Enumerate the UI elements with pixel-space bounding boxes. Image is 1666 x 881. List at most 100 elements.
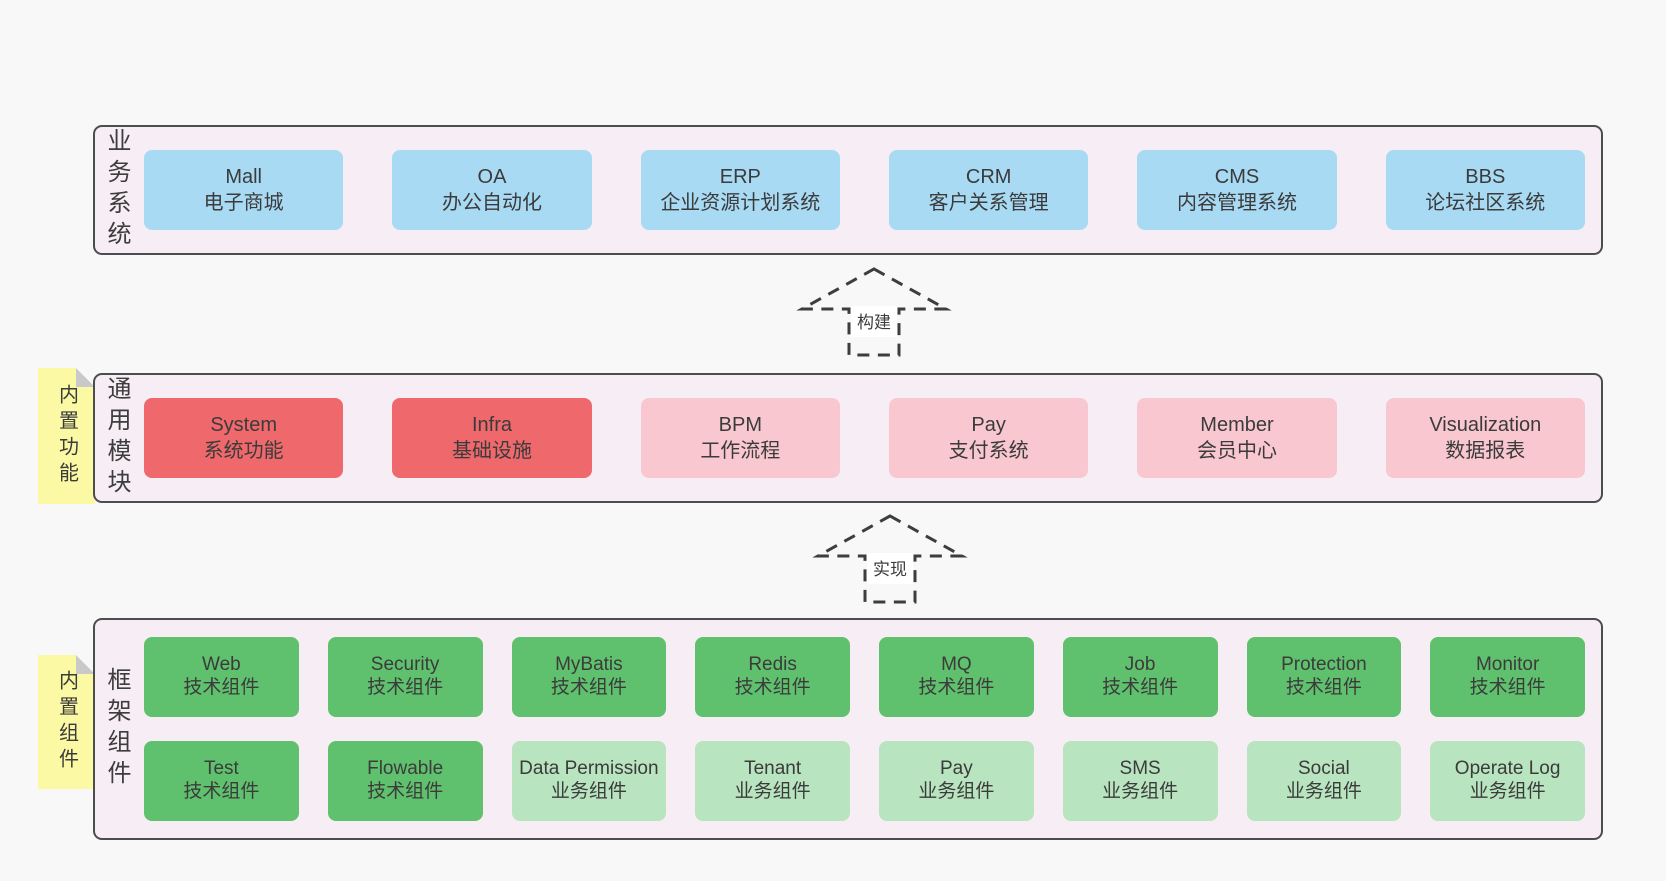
box-subtitle: 业务组件: [550, 781, 627, 802]
box-subtitle: 业务组件: [918, 781, 995, 802]
box-subtitle: 技术组件: [550, 677, 627, 698]
box-title: BPM: [718, 413, 762, 436]
box-subtitle: 技术组件: [1102, 677, 1179, 698]
component-box-crm: CRM 客户关系管理: [888, 150, 1089, 230]
box-title: Mall: [225, 165, 262, 188]
box-row: Mall 电子商城 OA 办公自动化 ERP 企业资源计划系统 CRM 客户关系管理 CMS 内容…: [144, 150, 1585, 230]
section-label-wrap: 通用模块: [95, 375, 130, 501]
box-subtitle: 办公自动化: [441, 192, 542, 214]
section-label-wrap: 业务系统: [95, 127, 130, 253]
build-arrow: 构建: [794, 266, 954, 358]
implement-arrow: 实现: [810, 513, 970, 605]
box-title: MQ: [941, 654, 972, 676]
box-subtitle: 业务组件: [1469, 781, 1546, 802]
component-box-cms: CMS 内容管理系统: [1137, 150, 1337, 230]
box-subtitle: 技术组件: [183, 781, 260, 802]
component-box-oa: OA 办公自动化: [392, 150, 592, 230]
box-title: MyBatis: [555, 654, 623, 676]
box-title: CMS: [1214, 165, 1260, 188]
box-subtitle: 技术组件: [367, 677, 444, 698]
box-subtitle: 内容管理系统: [1176, 192, 1297, 214]
section-label: 通用模块: [103, 376, 130, 500]
box-title: Pay: [940, 758, 973, 780]
sticky-note-builtin-components: 内置组件: [38, 655, 95, 789]
box-title: Member: [1200, 413, 1274, 436]
box-subtitle: 基础设施: [451, 440, 532, 462]
box-subtitle: 企业资源计划系统: [660, 192, 821, 214]
box-subtitle: 业务组件: [734, 781, 811, 802]
box-title: Protection: [1281, 654, 1367, 676]
box-subtitle: 技术组件: [367, 781, 444, 802]
box-title: Job: [1124, 654, 1156, 676]
component-box-mall: Mall 电子商城: [144, 150, 344, 230]
box-subtitle: 会员中心: [1196, 440, 1277, 462]
box-subtitle: 工作流程: [700, 440, 781, 462]
box-title: Test: [203, 758, 239, 780]
box-subtitle: 技术组件: [918, 677, 995, 698]
sticky-note-builtin-features: 内置功能: [38, 368, 95, 504]
component-box-bpm: BPM 工作流程: [640, 398, 840, 478]
box-subtitle: 业务组件: [1285, 781, 1362, 802]
box-subtitle: 技术组件: [1285, 677, 1362, 698]
box-subtitle: 电子商城: [203, 192, 284, 214]
section-label-wrap: 框架组件: [95, 620, 130, 838]
box-subtitle: 技术组件: [1469, 677, 1546, 698]
box-subtitle: 技术组件: [183, 677, 260, 698]
box-title: Operate Log: [1454, 758, 1561, 780]
box-title: Security: [370, 654, 440, 676]
box-subtitle: 支付系统: [948, 440, 1029, 462]
box-title: CRM: [965, 165, 1012, 188]
component-box-member: Member 会员中心: [1137, 398, 1337, 478]
box-title: ERP: [719, 165, 761, 188]
section-label: 框架组件: [103, 667, 130, 791]
box-title: Flowable: [367, 758, 444, 780]
box-title: Infra: [471, 413, 512, 436]
section-label: 业务系统: [103, 128, 130, 252]
box-title: Visualization: [1429, 413, 1542, 436]
note-text-wrap: 内置功能: [38, 368, 95, 504]
box-subtitle: 论坛社区系统: [1425, 192, 1546, 214]
box-title: Data Permission: [519, 758, 659, 780]
box-title: Redis: [748, 654, 797, 676]
box-subtitle: 技术组件: [734, 677, 811, 698]
component-box-erp: ERP 企业资源计划系统: [640, 150, 840, 230]
box-title: Monitor: [1475, 654, 1540, 676]
box-title: SMS: [1119, 758, 1161, 780]
component-box-infra: Infra 基础设施: [392, 398, 592, 478]
note-text-wrap: 内置组件: [38, 655, 95, 789]
note-label: 内置功能: [55, 384, 78, 488]
box-title: OA: [477, 165, 507, 188]
note-label: 内置组件: [55, 670, 78, 774]
implement-arrow-label: 实现: [867, 553, 913, 584]
box-subtitle: 客户关系管理: [928, 192, 1049, 214]
box-title: Web: [202, 654, 241, 676]
box-title: Tenant: [744, 758, 802, 780]
box-title: Social: [1298, 758, 1350, 780]
box-rows: Mall 电子商城 OA 办公自动化 ERP 企业资源计划系统 CRM 客户关系管理 CMS 内容…: [130, 127, 1601, 253]
